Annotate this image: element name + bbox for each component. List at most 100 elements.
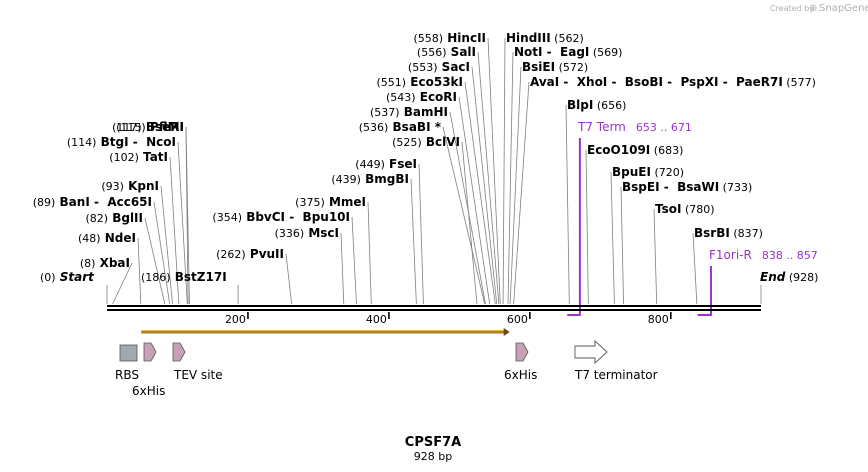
enzyme-name: BsaBI *	[388, 120, 441, 134]
rbs-box-icon	[119, 344, 138, 362]
primer-range: 653 .. 671	[636, 121, 692, 134]
site-leader	[507, 51, 514, 305]
site-label: (186) BstZ17I	[141, 270, 227, 284]
site-position: (553)	[408, 61, 438, 74]
site-label: (117) BseRI	[112, 120, 184, 134]
enzyme-name: AvaI	[530, 75, 559, 89]
enzyme-name: NdeI	[101, 231, 136, 245]
construct-name: CPSF7A	[405, 435, 461, 450]
site-label: BpuEI (720)	[612, 165, 684, 179]
enzyme-name: MscI	[304, 226, 339, 240]
enzyme-name: BamHI	[400, 105, 448, 119]
primer-range: 838 .. 857	[762, 249, 818, 262]
site-label: (525) BclVI	[392, 135, 460, 149]
site-leader-lines	[106, 37, 762, 305]
site-leader	[477, 51, 500, 305]
site-position: (572)	[555, 61, 588, 74]
credit-text: Created by	[770, 4, 814, 13]
enzyme-name: BseRI	[142, 120, 184, 134]
site-position: (354)	[212, 211, 242, 224]
primer-mark	[697, 266, 712, 316]
orf-arrowhead	[503, 328, 510, 336]
enzyme-name: Acc65I	[103, 195, 152, 209]
site-leader	[449, 111, 486, 305]
site-position: (562)	[551, 32, 584, 45]
site-leader	[418, 163, 424, 305]
orf-arrow	[141, 328, 510, 336]
site-position: (336)	[275, 227, 305, 240]
enzyme-name: EagI	[556, 45, 590, 59]
site-label: (336) MscI	[275, 226, 339, 240]
site-position: (928)	[785, 271, 818, 284]
site-leader	[177, 141, 188, 305]
site-label: HindIII (562)	[506, 31, 584, 45]
site-label: TsoI (780)	[655, 202, 715, 216]
enzyme-name: HincII	[443, 31, 486, 45]
site-labels: (0) Start(8) XbaI(48) NdeI(82) BglII(89)…	[33, 31, 819, 284]
site-label: (93) KpnI	[101, 179, 159, 193]
enzyme-name: BsaWI	[673, 180, 719, 194]
site-label: (102) TatI	[109, 150, 168, 164]
site-label: AvaI - XhoI - BsoBI - PspXI - PaeR7I (57…	[530, 75, 816, 89]
site-separator: -	[559, 75, 572, 89]
site-label: BsiEI (572)	[522, 60, 588, 74]
site-position: (551)	[377, 76, 407, 89]
feature-label: RBS	[115, 368, 139, 382]
enzyme-name: BsoBI	[621, 75, 663, 89]
enzyme-name: Bpu10I	[298, 210, 350, 224]
site-label: (449) FseI	[355, 157, 417, 171]
site-leader	[487, 37, 501, 305]
site-label: (439) BmgBI	[331, 172, 409, 186]
site-leader	[464, 81, 496, 305]
enzyme-name: PaeR7I	[732, 75, 783, 89]
site-label: (536) BsaBI *	[359, 120, 442, 134]
site-position: (733)	[719, 181, 752, 194]
feature-label: 6xHis	[504, 368, 537, 382]
site-position: (543)	[386, 91, 416, 104]
site-leader	[692, 232, 698, 305]
site-position: (656)	[593, 99, 626, 112]
site-position: (577)	[783, 76, 816, 89]
enzyme-name: BspEI	[622, 180, 660, 194]
site-label: (115) PflMI	[116, 120, 184, 134]
ruler-tick-label: 600	[507, 313, 528, 326]
site-separator: -	[543, 45, 556, 59]
site-position: (262)	[216, 248, 246, 261]
site-label: (114) BtgI - NcoI	[67, 135, 176, 149]
ruler-tick-label: 800	[648, 313, 669, 326]
site-position: (683)	[650, 144, 683, 157]
enzyme-name: BstZ17I	[171, 270, 227, 284]
site-position: (439)	[331, 173, 361, 186]
site-separator: -	[607, 75, 620, 89]
site-label: BspEI - BsaWI (733)	[622, 180, 752, 194]
site-label: (262) PvuII	[216, 247, 284, 261]
site-separator: -	[660, 180, 673, 194]
site-position: (449)	[355, 158, 385, 171]
site-separator: -	[719, 75, 732, 89]
site-position: (375)	[295, 196, 325, 209]
site-leader	[112, 262, 133, 305]
construct-length: 928 bp	[414, 450, 452, 463]
site-label: (553) SacI	[408, 60, 470, 74]
site-leader	[144, 217, 166, 305]
terminator-arrow-icon	[574, 339, 608, 365]
site-leader	[653, 208, 658, 305]
enzyme-name: PspXI	[676, 75, 718, 89]
enzyme-name: PflMI	[146, 120, 184, 134]
snapgene-logo-icon: ⊕	[809, 3, 817, 14]
enzyme-name: XbaI	[95, 256, 130, 270]
site-label: (82) BglII	[85, 211, 143, 225]
site-position: (780)	[681, 203, 714, 216]
snapgene-credit: Created by ⊕ SnapGene	[770, 3, 868, 14]
enzyme-name: TsoI	[655, 202, 681, 216]
site-leader	[153, 201, 171, 305]
site-label: (537) BamHI	[370, 105, 448, 119]
site-leader	[185, 126, 190, 305]
enzyme-name: EcoO109I	[587, 143, 650, 157]
site-position: (186)	[141, 271, 171, 284]
enzyme-name: Eco53kI	[406, 75, 463, 89]
site-label: (375) MmeI	[295, 195, 366, 209]
